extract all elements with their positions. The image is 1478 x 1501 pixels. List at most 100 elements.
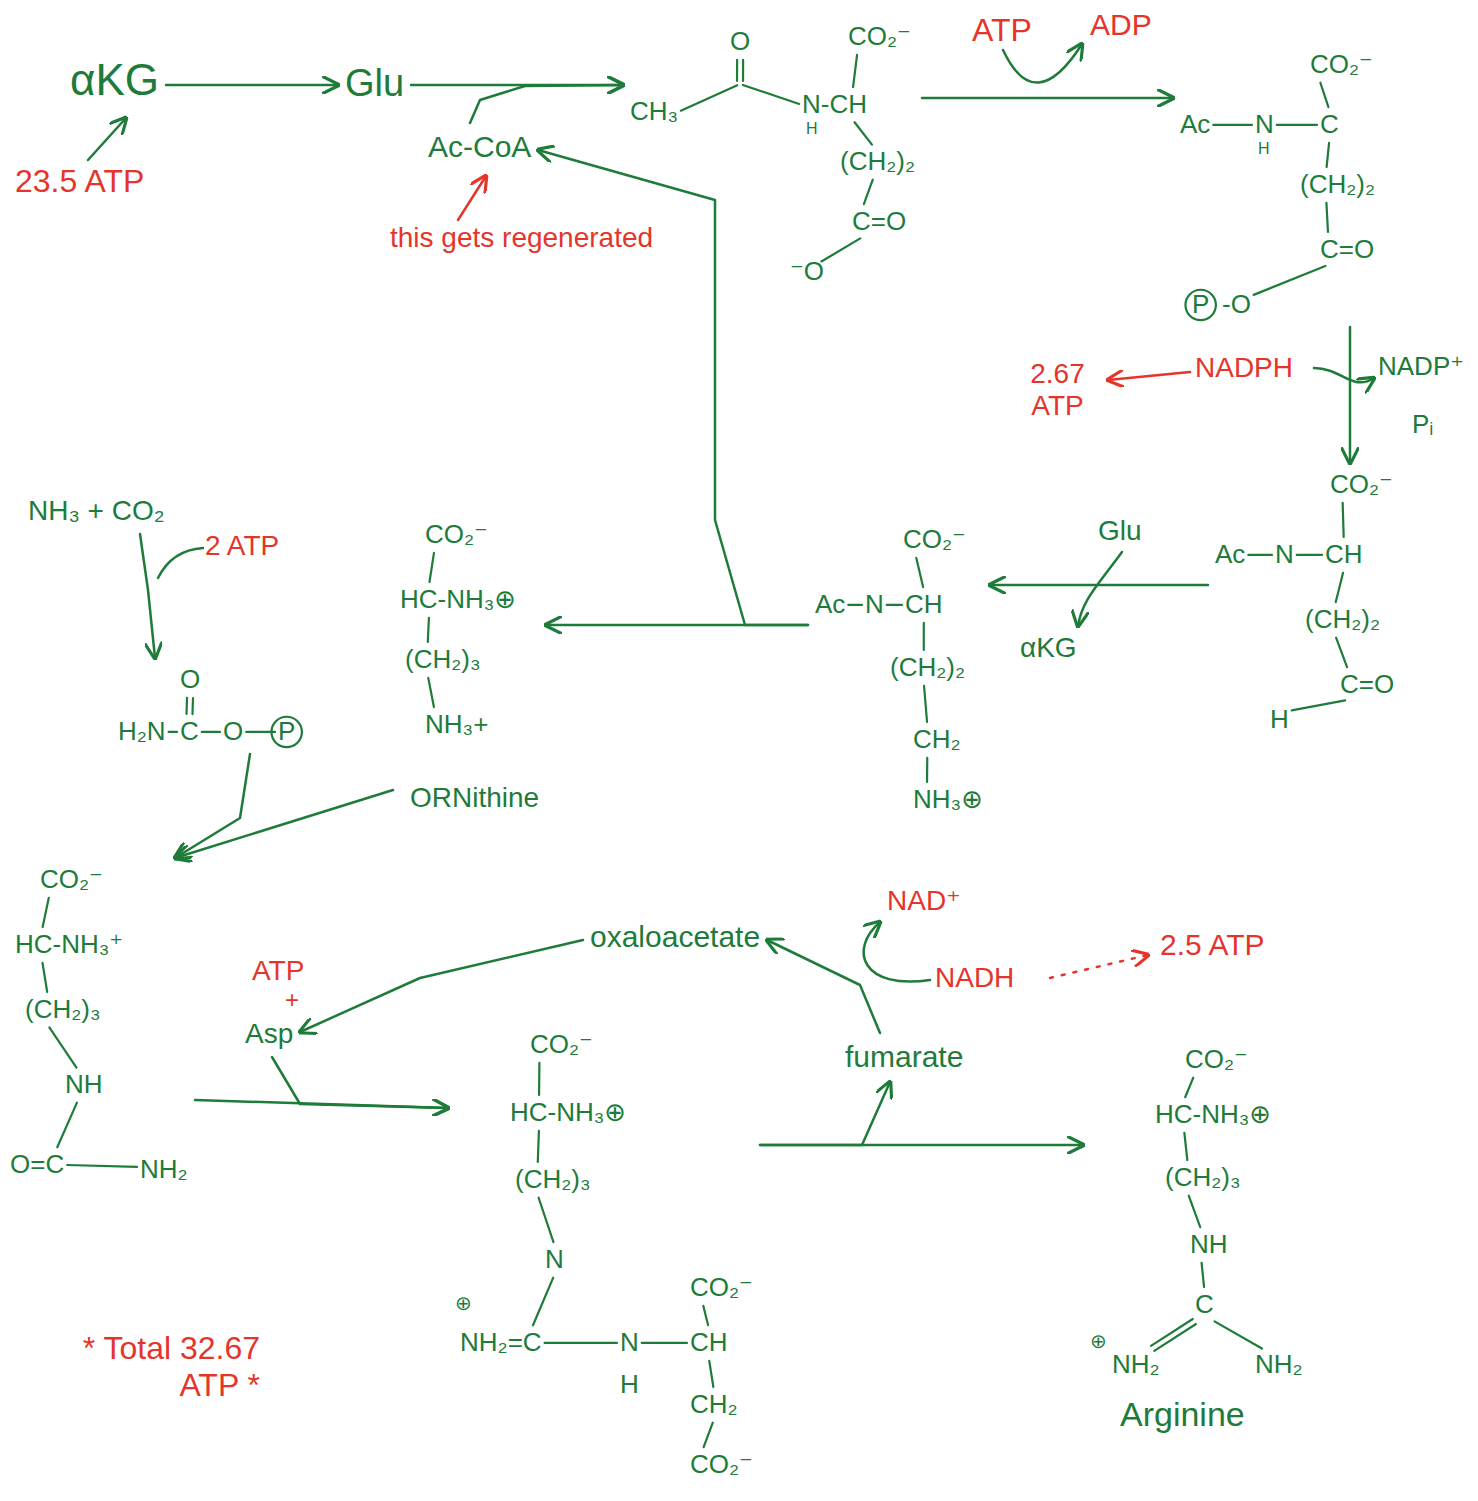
atom-label: HC-NH₃⊕: [1155, 1100, 1271, 1130]
atp-note: 2 ATP: [205, 530, 279, 562]
chemical-bond: [743, 85, 799, 104]
structure-formula: CO₂⁻HC-NH₃⊕(CH₂)₃NHC⊕NH₂NH₂Arginine: [1086, 1041, 1307, 1438]
chemical-bond: [924, 686, 927, 722]
leader-arrow: [88, 118, 126, 160]
chemical-bond: [704, 1423, 713, 1447]
atom-label: CH: [1325, 540, 1363, 570]
structure-formula: CO₂⁻AcNCH(CH₂)₂CH₂NH₃⊕: [811, 521, 987, 819]
total-note: * Total 32.67 ATP *: [20, 1330, 260, 1404]
chemical-bond: [709, 1361, 713, 1387]
chemical-bond: [1202, 1263, 1205, 1287]
atom-label: (CH₂)₂: [890, 653, 965, 683]
chemical-bond: [42, 963, 47, 992]
metabolite-name: fumarate: [841, 1036, 967, 1079]
chemical-bond: [191, 698, 194, 714]
chemical-bond: [545, 1342, 617, 1344]
atom-label: CO₂⁻: [690, 1273, 753, 1303]
atom-label: N: [865, 590, 884, 620]
reaction-arrow: [538, 150, 808, 625]
chemical-bond: [533, 1278, 553, 1326]
chemical-bond: [703, 1306, 708, 1325]
structure-formula: CO₂⁻HC-NH₃⊕(CH₂)₃NH₃+ORNithine: [396, 516, 543, 818]
chemical-bond: [1215, 1321, 1262, 1348]
metabolite-name: Glu: [341, 58, 408, 110]
chemical-bond: [1154, 1324, 1196, 1351]
atom-label: P: [1192, 290, 1209, 320]
structure-formula: CO₂⁻HC-NH₃⊕(CH₂)₃N⊕NH₂=CNHCO₂⁻CHCH₂CO₂⁻: [451, 1026, 757, 1484]
atom-label: (CH₂)₂: [1305, 605, 1380, 635]
chemical-bond: [43, 898, 49, 927]
chemical-bond: [428, 618, 429, 642]
chemical-bond: [742, 60, 744, 81]
chemical-bond: [1151, 1319, 1193, 1346]
cofactor-arrow: [158, 548, 203, 578]
chemical-bond: [855, 122, 872, 144]
reaction-arrow: [300, 940, 583, 1032]
plus-sign: +: [285, 986, 299, 1014]
chemical-bond: [736, 60, 738, 81]
chemical-bond: [202, 731, 220, 733]
reaction-arrow: [272, 1057, 448, 1108]
atom-label: CO₂⁻: [1330, 470, 1393, 500]
atom-label: H: [1270, 705, 1289, 735]
chemical-bond: [538, 1063, 541, 1095]
atom-label: NH: [1190, 1230, 1228, 1260]
atom-label: CO₂⁻: [40, 865, 103, 895]
atom-label: NH₃+: [425, 710, 488, 740]
atom-label: C: [1320, 110, 1339, 140]
atom-label: CO₂⁻: [1310, 50, 1373, 80]
chemical-bond: [1320, 83, 1328, 107]
atom-label: CH: [905, 590, 943, 620]
atom-label: C=O: [852, 207, 906, 237]
metabolite-label: Glu: [345, 62, 404, 106]
chemical-bond: [916, 558, 923, 587]
chemical-bond: [853, 55, 857, 87]
chemical-bond: [1297, 554, 1322, 556]
chemical-bond: [1343, 503, 1344, 537]
atom-label: CO₂⁻: [848, 22, 911, 52]
metabolite-name: oxaloacetate: [586, 916, 764, 959]
atom-label: C=O: [1320, 235, 1374, 265]
atom-label: O: [180, 665, 200, 695]
atom-label: (CH₂)₂: [840, 147, 915, 177]
chemical-bond: [1189, 1196, 1201, 1227]
structure-formula: CO₂⁻AcNCH(CH₂)₂C=OH: [1211, 466, 1398, 739]
chemical-bond: [821, 238, 860, 261]
atom-label: P: [278, 717, 295, 747]
chemical-bond: [887, 604, 902, 606]
reaction-arrow: [175, 790, 393, 858]
atom-label: NH₂: [1255, 1350, 1303, 1380]
atom-label: (CH₂)₂: [1300, 170, 1375, 200]
reaction-arrow: [767, 940, 880, 1033]
chemical-bond: [848, 604, 862, 606]
metabolite-name: Ac-CoA: [424, 126, 535, 169]
atom-label: N: [1275, 540, 1294, 570]
atom-label: -O: [1222, 290, 1251, 320]
chemical-bond: [1185, 1078, 1193, 1098]
cofactor: NAD⁺: [887, 885, 961, 917]
atom-label: NH₃⊕: [913, 785, 983, 815]
chemical-bond: [1184, 1133, 1187, 1160]
reaction-arrow: [1349, 327, 1352, 463]
chemical-bond: [1248, 554, 1272, 556]
cofactor: NADPH: [1195, 352, 1293, 384]
chemical-bond: [1327, 143, 1330, 167]
atom-label: O: [223, 717, 243, 747]
metabolite-label: αKG: [70, 55, 159, 106]
chemical-bond: [1292, 700, 1345, 710]
atom-label: ⊕: [455, 1292, 472, 1315]
atom-label: ⊕: [1090, 1330, 1107, 1353]
structure-formula: CO₂⁻AcNHC(CH₂)₂C=OP-O: [1176, 46, 1379, 324]
cofactor-arrow: [1078, 552, 1122, 626]
atom-label: CO₂⁻: [530, 1030, 593, 1060]
chemical-bond: [57, 1103, 77, 1148]
cofactor: Pᵢ: [1412, 410, 1433, 440]
atom-label: CO₂⁻: [690, 1450, 753, 1480]
chemical-bond: [864, 180, 873, 204]
note: this gets regenerated: [390, 222, 653, 254]
atom-label: CO₂⁻: [903, 525, 966, 555]
cofactor: Glu: [1098, 515, 1142, 547]
chemical-bond: [642, 1342, 687, 1344]
chemical-bond: [539, 1198, 554, 1242]
phosphate-circle: [271, 717, 301, 747]
